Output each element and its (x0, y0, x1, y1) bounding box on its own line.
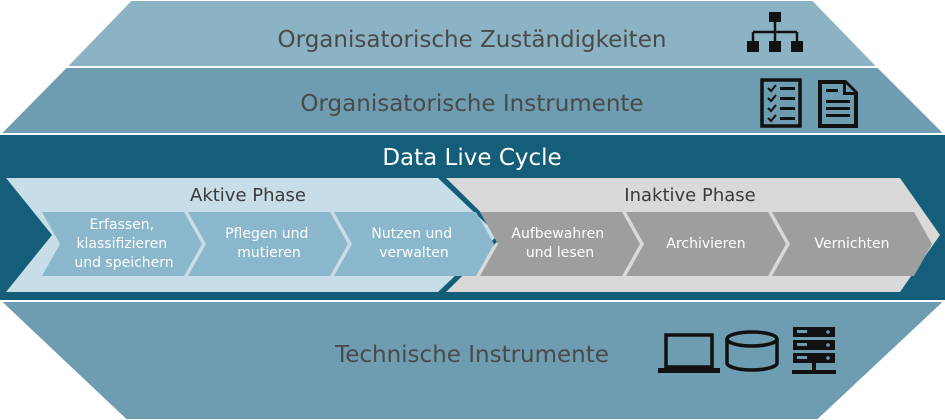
step-erfassen-label: Erfassen, klassifizieren und speichern (74, 217, 173, 271)
active-phase-label: Aktive Phase (190, 185, 306, 206)
step-vernichten (772, 212, 932, 276)
step-aufbewahren (480, 212, 640, 276)
step-pflegen-label: Pflegen und mutieren (225, 226, 313, 261)
step-vernichten-label: Vernichten (815, 236, 890, 252)
lifecycle-title: Data Live Cycle (382, 145, 561, 171)
laptop-icon (658, 333, 720, 373)
band-second-label: Organisatorische Instrumente (300, 91, 643, 117)
step-erfassen (42, 212, 202, 276)
server-icon (792, 327, 836, 374)
step-nutzen-label: Nutzen und verwalten (371, 226, 456, 261)
org-chart-icon (747, 12, 803, 52)
step-pflegen (188, 212, 348, 276)
step-archivieren-label: Archivieren (666, 236, 745, 252)
database-icon (725, 330, 779, 372)
band-technische-instrumente (0, 300, 945, 420)
checklist-icon (760, 78, 802, 128)
document-icon (818, 80, 858, 128)
step-nutzen (334, 212, 494, 276)
inactive-phase-label: Inaktive Phase (624, 185, 755, 206)
step-archivieren (626, 212, 786, 276)
step-aufbewahren-label: Aufbewahren und lesen (511, 226, 608, 261)
band-top-label: Organisatorische Zuständigkeiten (278, 27, 667, 53)
band-organisatorische-instrumente (0, 66, 945, 135)
band-bottom-label: Technische Instrumente (334, 342, 609, 368)
